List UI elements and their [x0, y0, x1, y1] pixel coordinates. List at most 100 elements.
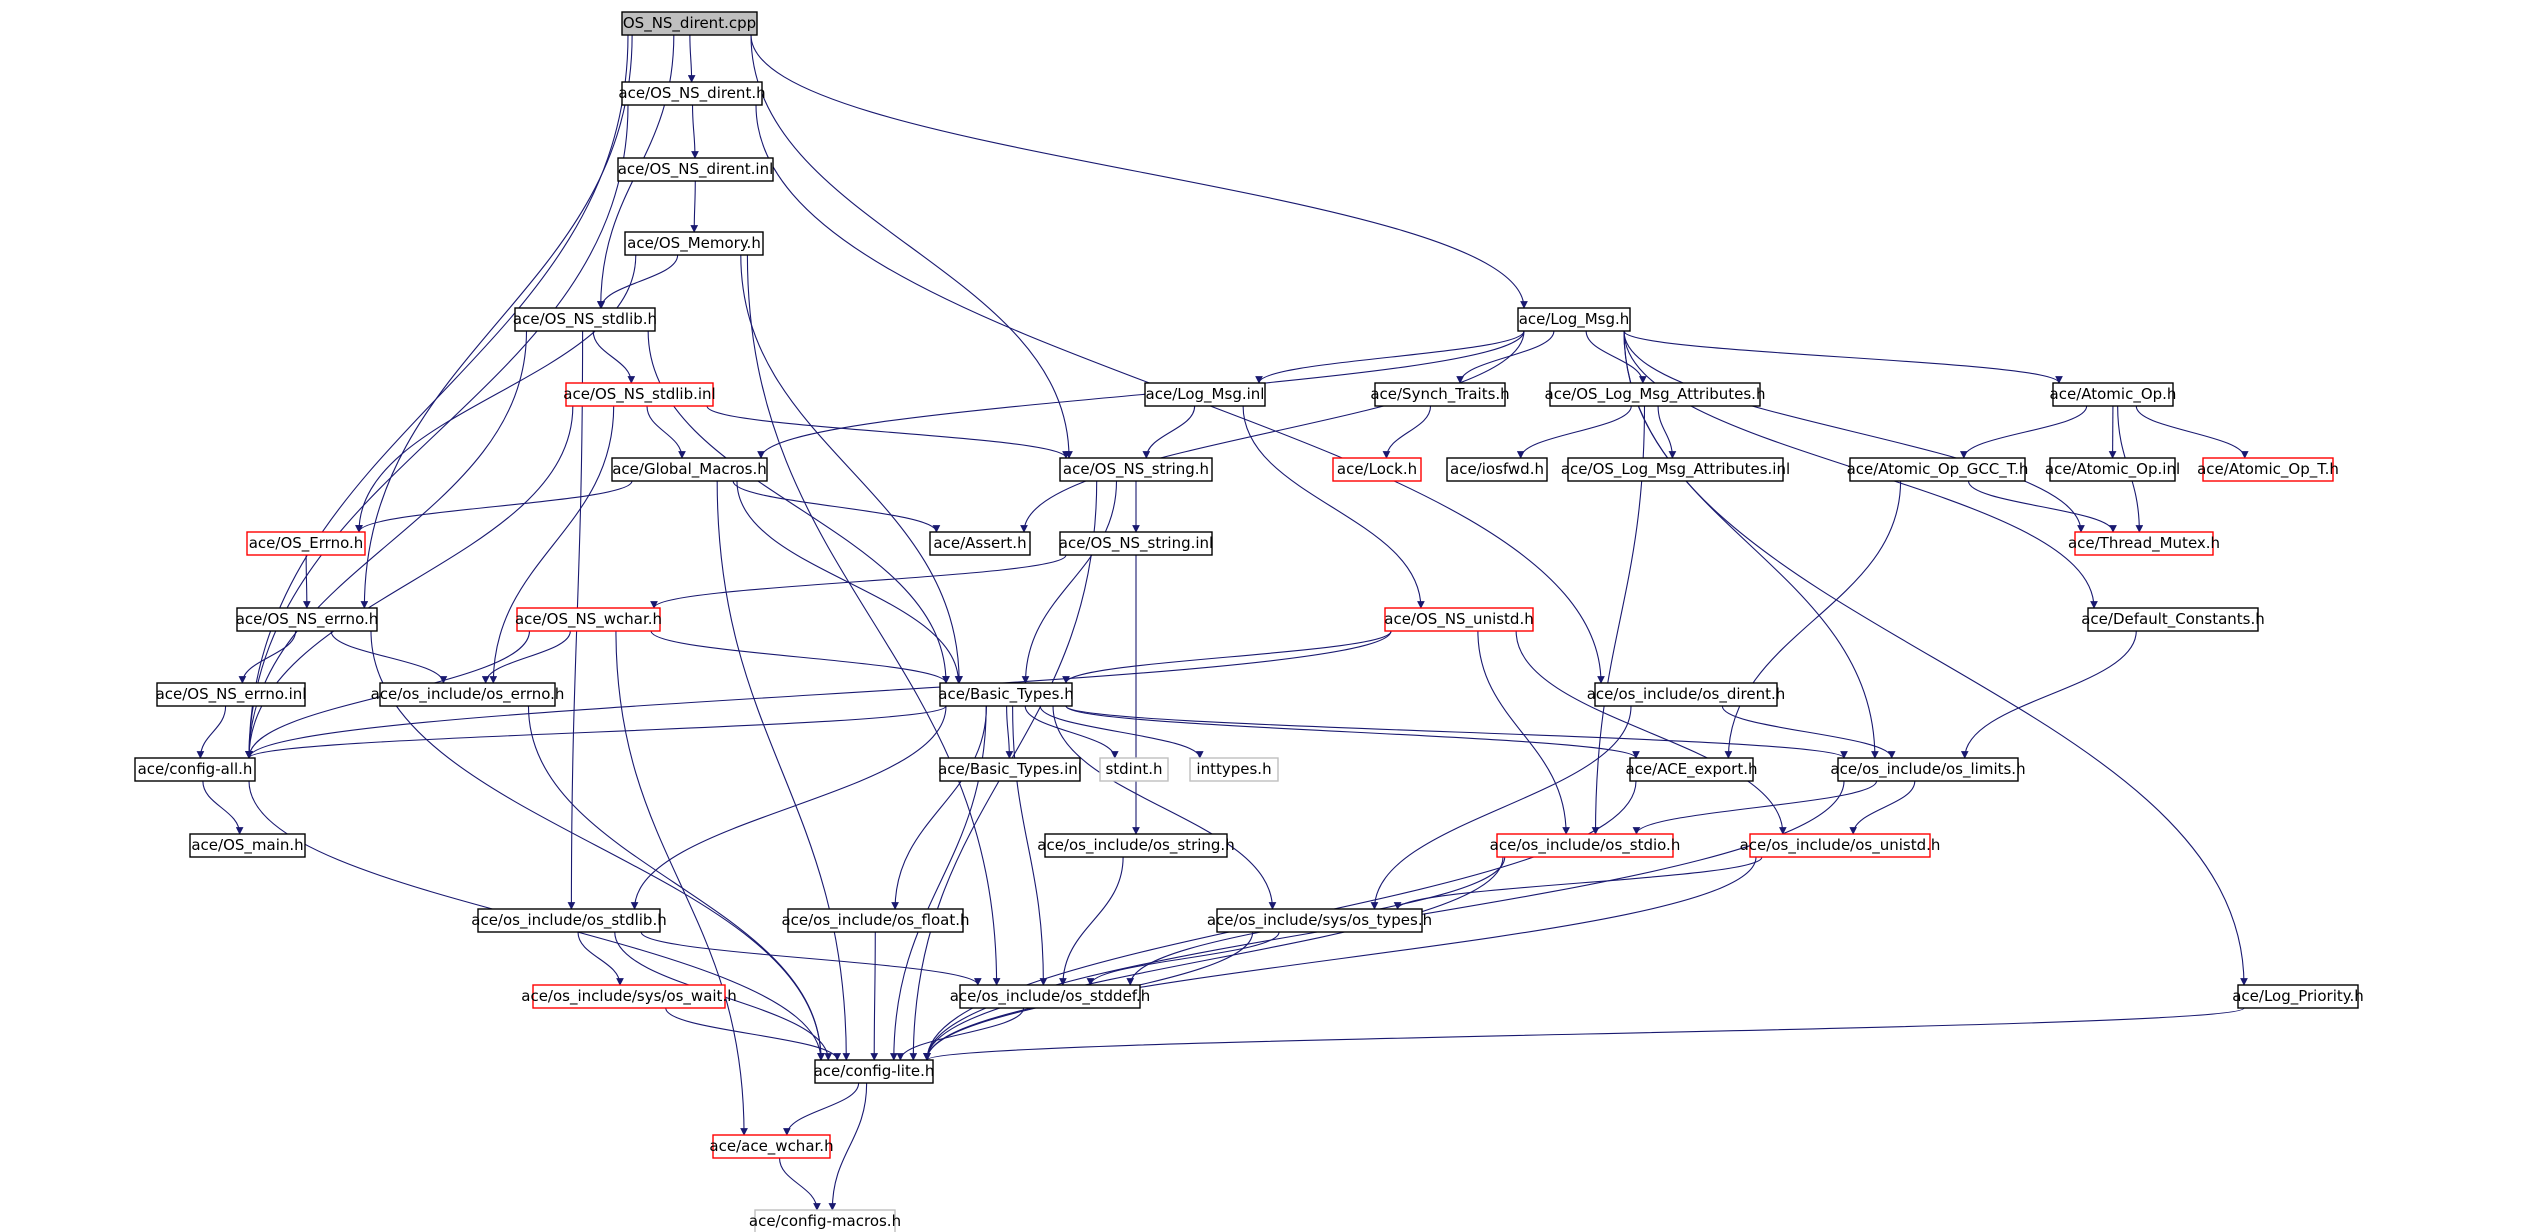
node-ace-os-ns-stdlib-h[interactable]: ace/OS_NS_stdlib.h	[513, 307, 657, 332]
node-ace-log-msg-inl[interactable]: ace/Log_Msg.inl	[1144, 382, 1266, 407]
node-ace-os-include-sys-os-types-h[interactable]: ace/os_include/sys/os_types.h	[1207, 908, 1432, 933]
node-ace-atomic-op-gcc-t-h[interactable]: ace/Atomic_Op_GCC_T.h	[1847, 457, 2029, 482]
node-ace-os-include-os-stdio-h[interactable]: ace/os_include/os_stdio.h	[1490, 833, 1681, 858]
node-ace-lock-h[interactable]: ace/Lock.h	[1332, 457, 1422, 482]
node-box	[1099, 757, 1169, 782]
edge-ace-os-include-os-stdio-h-to-ace-config-lite-h	[923, 856, 1504, 1061]
node-ace-os-include-os-errno-h[interactable]: ace/os_include/os_errno.h	[371, 682, 565, 707]
node-ace-os-ns-stdlib-inl[interactable]: ace/OS_NS_stdlib.inl	[563, 382, 716, 407]
node-ace-config-macros-h[interactable]: ace/config-macros.h	[749, 1209, 901, 1232]
node-box	[189, 833, 306, 858]
node-ace-os-ns-dirent-inl[interactable]: ace/OS_NS_dirent.inl	[617, 157, 774, 182]
node-ace-iosfwd-h[interactable]: ace/iosfwd.h	[1446, 457, 1548, 482]
edge-ace-os-ns-stdlib-inl-to-ace-global-macros-h	[646, 405, 686, 459]
node-ace-os-ns-unistd-h[interactable]: ace/OS_NS_unistd.h	[1384, 607, 1534, 632]
node-ace-global-macros-h[interactable]: ace/Global_Macros.h	[611, 457, 768, 482]
node-label: ace/Default_Constants.h	[2081, 610, 2265, 629]
edge-ace-os-memory-h-to-ace-os-ns-stdlib-h	[597, 254, 679, 309]
node-ace-log-msg-h[interactable]: ace/Log_Msg.h	[1517, 307, 1631, 332]
node-box	[939, 682, 1073, 707]
node-ace-os-include-os-limits-h[interactable]: ace/os_include/os_limits.h	[1830, 757, 2026, 782]
edge-ace-os-include-os-unistd-h-to-ace-config-lite-h	[923, 856, 1757, 1061]
node-label: ace/os_include/os_dirent.h	[1587, 685, 1786, 704]
node-ace-os-ns-string-inl[interactable]: ace/OS_NS_string.inl	[1059, 531, 1213, 556]
node-ace-os-include-os-float-h[interactable]: ace/os_include/os_float.h	[781, 908, 970, 933]
edge-ace-os-ns-unistd-h-to-ace-os-include-os-stdio-h	[1477, 630, 1570, 835]
node-label: ace/OS_Memory.h	[627, 234, 761, 253]
node-ace-config-lite-h[interactable]: ace/config-lite.h	[814, 1059, 935, 1084]
edge-ace-global-macros-h-to-ace-assert-h	[732, 480, 941, 533]
node-label: ace/os_include/sys/os_wait.h	[521, 987, 736, 1006]
node-ace-os-ns-errno-inl[interactable]: ace/OS_NS_errno.inl	[156, 682, 307, 707]
edge-ace-log-msg-h-to-ace-synch-traits-h	[1456, 330, 1555, 384]
edge-ace-log-msg-inl-to-ace-os-ns-unistd-h	[1242, 405, 1425, 609]
node-ace-os-ns-wchar-h[interactable]: ace/OS_NS_wchar.h	[515, 607, 662, 632]
edge-ace-os-ns-wchar-h-to-ace-os-include-os-errno-h	[481, 630, 571, 684]
node-os-ns-dirent-cpp[interactable]: OS_NS_dirent.cpp	[621, 11, 758, 36]
edge-ace-basic-types-h-to-stdint-h	[1024, 705, 1119, 759]
node-ace-os-ns-string-h[interactable]: ace/OS_NS_string.h	[1059, 457, 1213, 482]
node-label: ace/Atomic_Op_GCC_T.h	[1847, 460, 2029, 479]
edge-ace-basic-types-h-to-ace-ace-export-h	[1065, 705, 1640, 759]
node-label: ace/OS_NS_string.inl	[1059, 534, 1213, 553]
edge-os-ns-dirent-cpp-to-ace-log-msg-h	[750, 34, 1528, 309]
edge-os-ns-dirent-cpp-to-ace-os-ns-dirent-h	[687, 34, 696, 83]
node-ace-os-include-os-stddef-h[interactable]: ace/os_include/os_stddef.h	[950, 984, 1151, 1009]
edge-ace-log-msg-h-to-ace-thread-mutex-h	[1623, 330, 2085, 533]
node-stdint-h[interactable]: stdint.h	[1099, 757, 1169, 782]
edge-ace-os-include-os-dirent-h-to-ace-os-include-os-limits-h	[1721, 705, 1896, 759]
edge-ace-log-msg-h-to-ace-assert-h	[1020, 330, 1525, 533]
node-ace-os-include-os-string-h[interactable]: ace/os_include/os_string.h	[1037, 833, 1235, 858]
node-ace-os-main-h[interactable]: ace/OS_main.h	[189, 833, 306, 858]
node-ace-synch-traits-h[interactable]: ace/Synch_Traits.h	[1370, 382, 1510, 407]
node-ace-os-errno-h[interactable]: ace/OS_Errno.h	[246, 531, 366, 556]
node-ace-os-log-msg-attributes-inl[interactable]: ace/OS_Log_Msg_Attributes.inl	[1561, 457, 1790, 482]
node-ace-basic-types-inl[interactable]: ace/Basic_Types.inl	[938, 757, 1082, 782]
node-ace-os-include-os-stdlib-h[interactable]: ace/os_include/os_stdlib.h	[471, 908, 667, 933]
node-box	[1594, 682, 1778, 707]
node-label: inttypes.h	[1196, 760, 1271, 778]
node-ace-assert-h[interactable]: ace/Assert.h	[929, 531, 1031, 556]
node-ace-os-ns-errno-h[interactable]: ace/OS_NS_errno.h	[236, 607, 379, 632]
node-box	[754, 1209, 896, 1232]
node-label: ace/OS_NS_errno.inl	[156, 685, 307, 704]
node-box	[2202, 457, 2334, 482]
node-ace-os-include-os-unistd-h[interactable]: ace/os_include/os_unistd.h	[1740, 833, 1941, 858]
node-box	[624, 231, 764, 256]
edge-ace-basic-types-h-to-inttypes-h	[1039, 705, 1204, 759]
node-ace-ace-export-h[interactable]: ace/ACE_export.h	[1625, 757, 1758, 782]
node-box	[1567, 457, 1784, 482]
node-box	[1374, 382, 1506, 407]
node-ace-basic-types-h[interactable]: ace/Basic_Types.h	[938, 682, 1074, 707]
edge-ace-config-all-h-to-ace-os-main-h	[202, 780, 244, 835]
node-ace-os-include-sys-os-wait-h[interactable]: ace/os_include/sys/os_wait.h	[521, 984, 737, 1009]
edge-ace-atomic-op-gcc-t-h-to-ace-ace-export-h	[1724, 480, 1902, 759]
node-box	[1384, 607, 1534, 632]
edge-ace-log-msg-h-to-ace-global-macros-h	[757, 330, 1525, 459]
node-ace-os-ns-dirent-h[interactable]: ace/OS_NS_dirent.h	[618, 81, 766, 106]
edge-ace-os-memory-h-to-ace-basic-types-h	[740, 254, 964, 684]
node-ace-atomic-op-h[interactable]: ace/Atomic_Op.h	[2050, 382, 2177, 407]
node-label: ace/OS_NS_dirent.h	[618, 84, 765, 103]
node-box	[1496, 833, 1674, 858]
edge-ace-os-ns-dirent-h-to-ace-config-all-h	[245, 104, 629, 759]
node-ace-default-constants-h[interactable]: ace/Default_Constants.h	[2081, 607, 2265, 632]
node-ace-os-memory-h[interactable]: ace/OS_Memory.h	[624, 231, 764, 256]
node-box	[1216, 908, 1423, 933]
node-ace-ace-wchar-h[interactable]: ace/ace_wchar.h	[709, 1134, 834, 1159]
node-ace-atomic-op-inl[interactable]: ace/Atomic_Op.inl	[2045, 457, 2180, 482]
node-ace-atomic-op-t-h[interactable]: ace/Atomic_Op_T.h	[2197, 457, 2339, 482]
node-ace-os-include-os-dirent-h[interactable]: ace/os_include/os_dirent.h	[1587, 682, 1786, 707]
node-ace-log-priority-h[interactable]: ace/Log_Priority.h	[2232, 984, 2364, 1009]
edge-ace-log-msg-h-to-ace-atomic-op-h	[1623, 330, 2063, 384]
edge-ace-os-include-os-stdlib-h-to-ace-os-include-os-stddef-h	[640, 931, 982, 986]
node-label: ace/OS_NS_stdlib.h	[513, 310, 657, 329]
node-ace-thread-mutex-h[interactable]: ace/Thread_Mutex.h	[2068, 531, 2220, 556]
node-inttypes-h[interactable]: inttypes.h	[1189, 757, 1279, 782]
node-ace-config-all-h[interactable]: ace/config-all.h	[134, 757, 256, 782]
edge-ace-global-macros-h-to-ace-os-errno-h	[355, 480, 633, 533]
node-box	[1059, 531, 1213, 556]
node-label: ace/OS_Errno.h	[249, 534, 364, 553]
node-ace-os-log-msg-attributes-h[interactable]: ace/OS_Log_Msg_Attributes.h	[1545, 382, 1766, 407]
